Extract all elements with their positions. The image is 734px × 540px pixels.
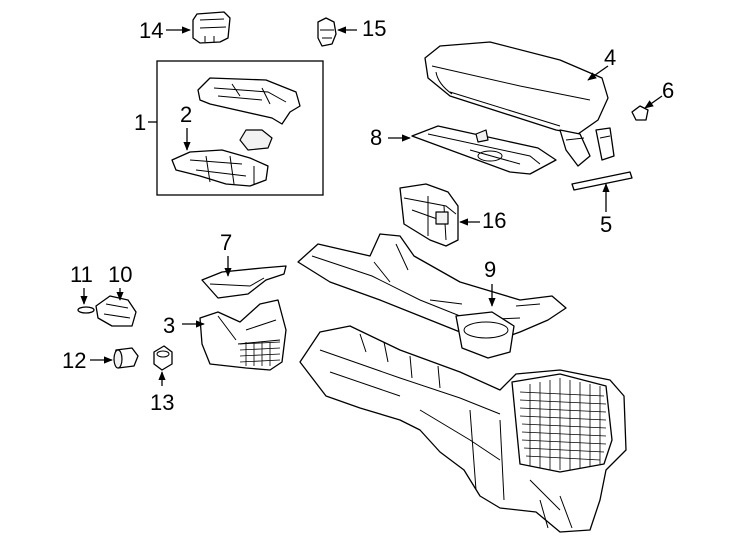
part-3-grid [239, 341, 281, 366]
callout-4: 4 [604, 45, 616, 70]
part-3-storage-bin [199, 299, 287, 371]
callout-7: 7 [220, 230, 232, 255]
part-15-clip [317, 17, 337, 47]
part-2-shifter-base [171, 149, 269, 187]
part-4-armrest-lid [424, 41, 615, 167]
console-base-grid [511, 373, 613, 473]
callout-14: 14 [139, 18, 163, 43]
callout-9: 9 [484, 257, 496, 282]
callout-10: 10 [108, 262, 132, 287]
callout-13: 13 [150, 390, 174, 415]
part-13-cap [153, 345, 173, 371]
callout-3: 3 [163, 313, 175, 338]
console-base-structure [299, 325, 627, 533]
callout-1: 1 [134, 110, 146, 135]
callout-8: 8 [370, 125, 382, 150]
callout-11: 11 [70, 262, 93, 287]
callout-16: 16 [482, 208, 506, 233]
leader-6 [644, 95, 663, 109]
part-14-switch [192, 11, 231, 44]
part-10-usb-module [95, 295, 137, 327]
part-1-knob [239, 129, 273, 151]
part-1-group-box [156, 60, 324, 196]
part-5-rod [571, 171, 633, 191]
part-11-clip [77, 306, 95, 314]
part-16-bracket [399, 183, 459, 247]
callout-6: 6 [662, 78, 674, 103]
part-1-shifter-plate [197, 77, 301, 125]
callout-5: 5 [600, 212, 612, 237]
callout-2: 2 [180, 102, 192, 127]
part-7-bin-liner [201, 265, 287, 299]
part-8-tray-liner [411, 125, 557, 175]
callout-12: 12 [62, 348, 86, 373]
leader-4 [587, 65, 609, 81]
part-9-console-trim [297, 233, 567, 359]
part-12-socket [113, 347, 139, 369]
callout-15: 15 [362, 16, 386, 41]
part-6-bumper [631, 105, 649, 121]
